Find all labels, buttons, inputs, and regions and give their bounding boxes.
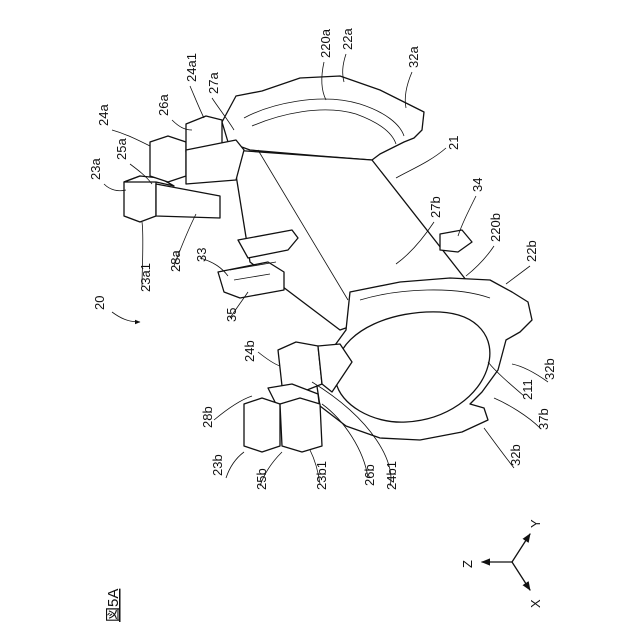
label-26a: 26a xyxy=(156,94,171,116)
label-28a: 28a xyxy=(168,250,183,272)
label-23a1: 23a1 xyxy=(138,263,153,292)
label-20: 20 xyxy=(92,296,107,310)
figure-label: 図5A xyxy=(105,589,122,622)
label-27a: 27a xyxy=(206,72,221,94)
label-21: 21 xyxy=(446,136,461,150)
label-32a: 32a xyxy=(406,46,421,68)
z-axis-label: Z xyxy=(460,560,475,568)
block-25b xyxy=(280,398,322,452)
x-axis-arrow xyxy=(512,562,530,590)
label-23a: 23a xyxy=(88,158,103,180)
label-220b: 220b xyxy=(488,213,503,242)
x-axis-label: X xyxy=(528,599,543,608)
label-211: 211 xyxy=(520,379,535,400)
label-27b: 27b xyxy=(428,196,443,218)
label-23b: 23b xyxy=(210,454,225,476)
axis-indicator: Y Z X xyxy=(460,519,543,608)
tab-34 xyxy=(440,230,472,252)
rail-28a xyxy=(156,184,220,218)
label-26b: 26b xyxy=(362,464,377,486)
label-35: 35 xyxy=(224,308,239,322)
label-34: 34 xyxy=(470,178,485,192)
label-22b: 22b xyxy=(524,240,539,262)
bobbin-drawing xyxy=(124,76,532,452)
flange-22a xyxy=(222,76,424,160)
block-24a xyxy=(150,136,186,182)
label-220a: 220a xyxy=(318,28,333,58)
label-25a: 25a xyxy=(114,138,129,160)
label-22a: 22a xyxy=(340,28,355,50)
y-axis-label: Y xyxy=(528,519,543,528)
label-33: 33 xyxy=(194,248,209,262)
label-24a1: 24a1 xyxy=(184,53,199,82)
block-23b xyxy=(244,398,280,452)
clip-33-front xyxy=(218,262,284,298)
label-24a: 24a xyxy=(96,104,111,126)
label-28b: 28b xyxy=(200,406,215,428)
label-24b1: 24b1 xyxy=(384,461,399,490)
y-axis-arrow xyxy=(512,534,530,562)
label-24b: 24b xyxy=(242,340,257,362)
label-32b-upper: 32b xyxy=(542,358,557,380)
